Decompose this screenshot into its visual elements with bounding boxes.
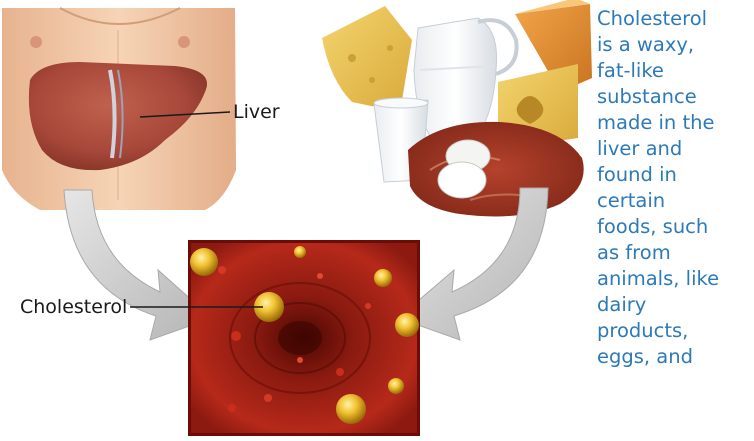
cholesterol-globule [388, 378, 404, 394]
cholesterol-label: Cholesterol [20, 296, 127, 318]
cholesterol-globule [294, 246, 306, 258]
blood-vessel-image [188, 240, 420, 436]
cholesterol-globule [395, 313, 419, 337]
cholesterol-globule [374, 269, 392, 287]
cholesterol-globule [336, 394, 366, 424]
cholesterol-description: Cholesterol is a waxy, fat-like substanc… [597, 6, 753, 370]
cholesterol-globule [190, 248, 218, 276]
liver-label: Liver [233, 101, 280, 123]
cholesterol-foods-illustration [322, 0, 592, 216]
